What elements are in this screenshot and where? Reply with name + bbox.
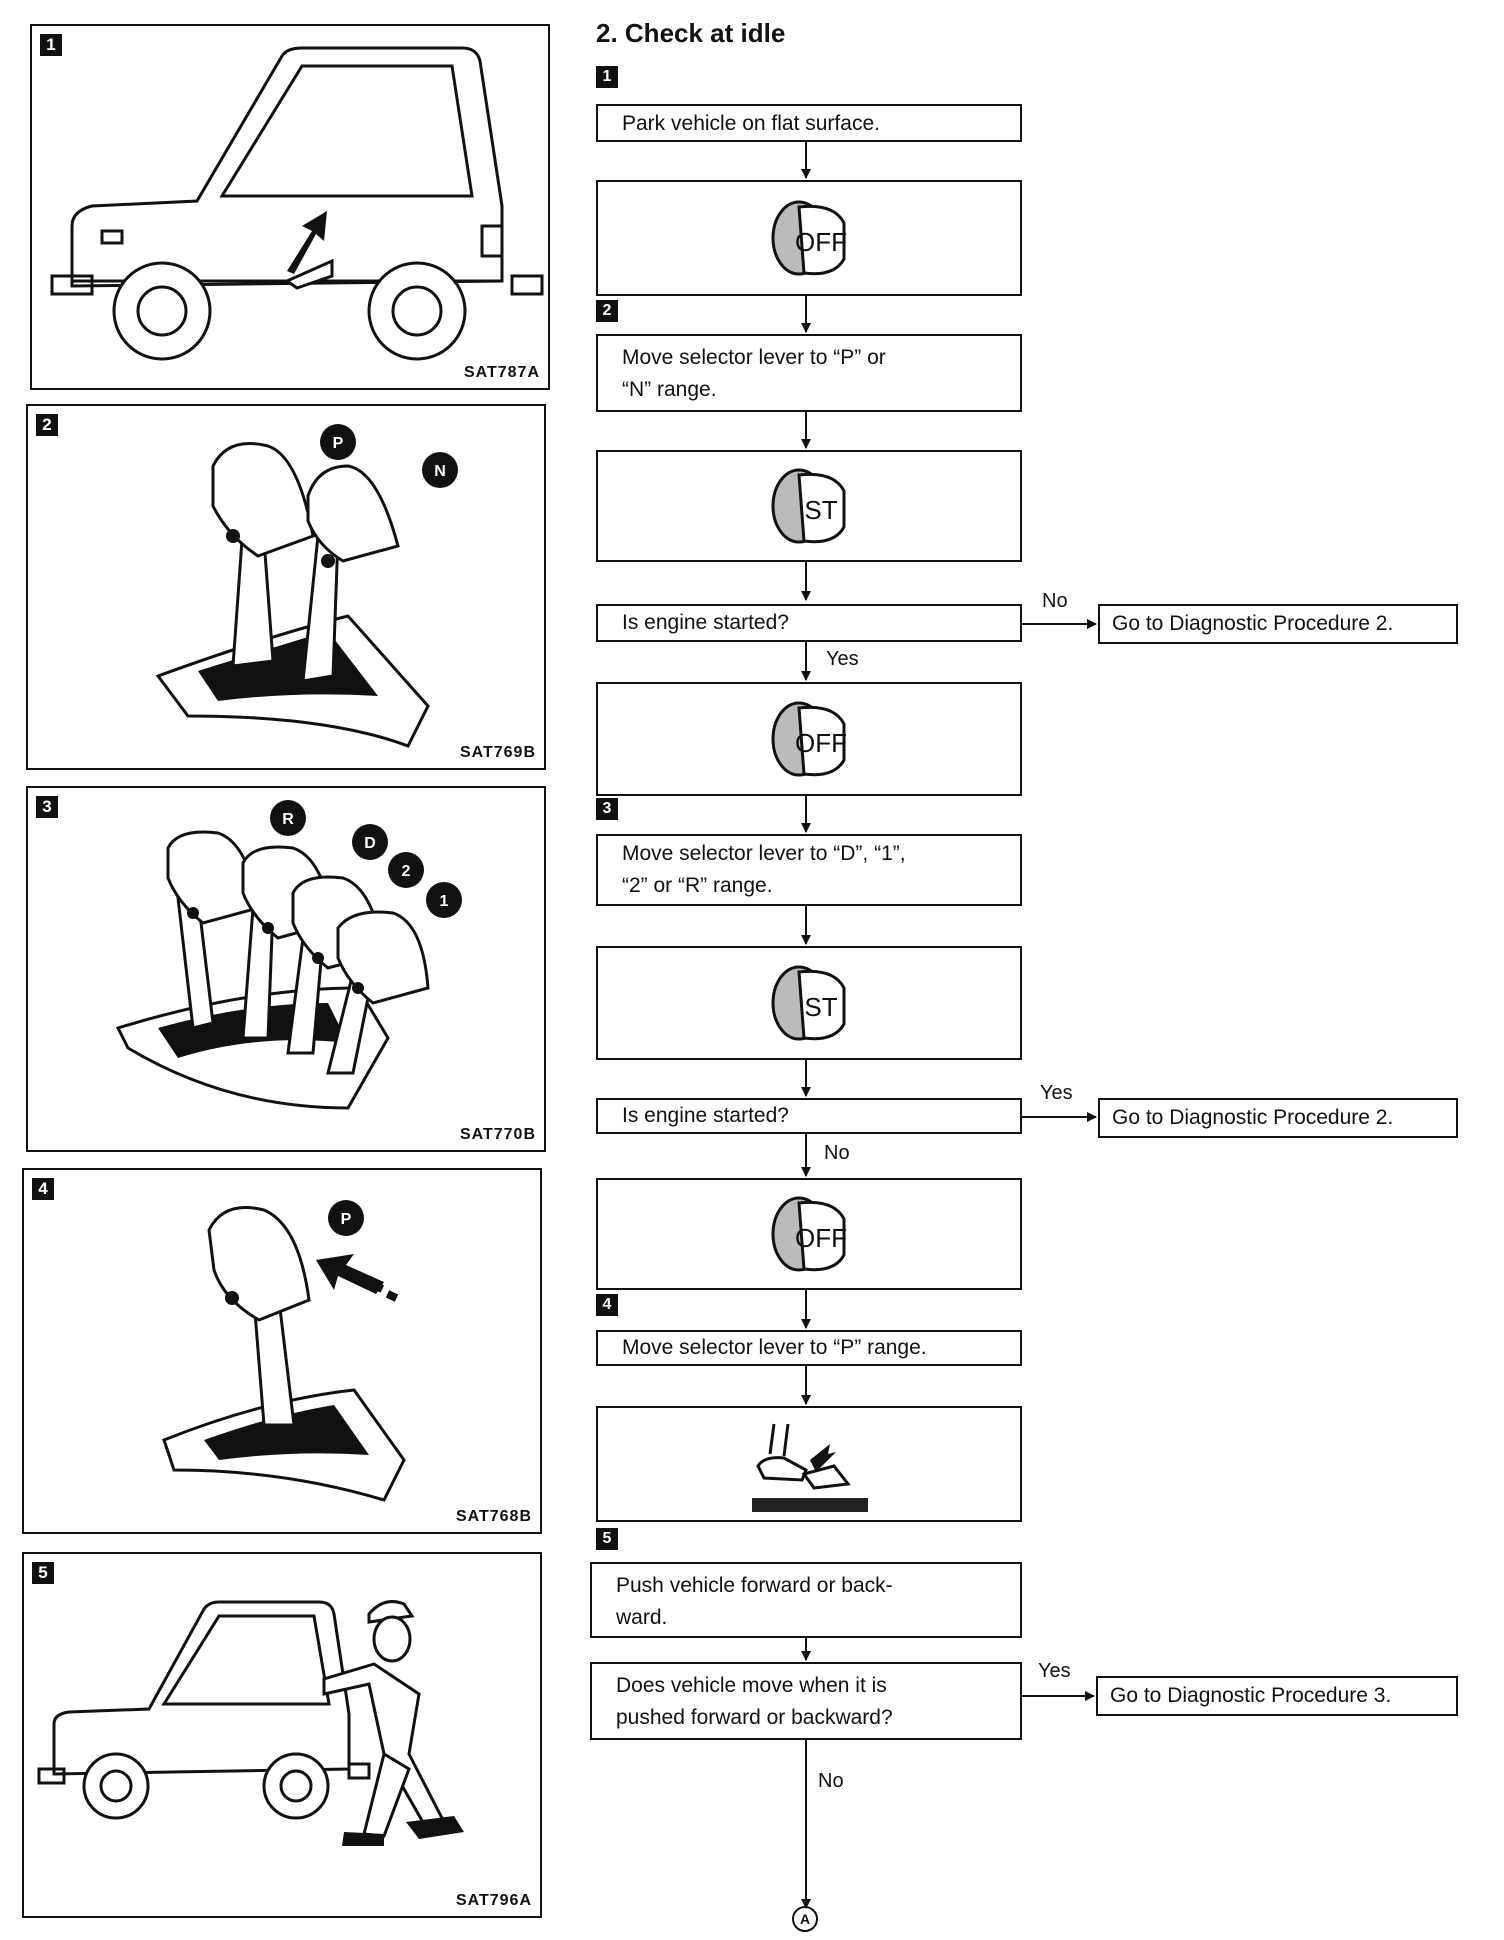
ignition-off-box: OFF [596,1178,1022,1290]
selector-lever-illustration: R D 2 1 [115,800,462,1110]
connector-a: A [792,1906,818,1932]
range-label: N [434,463,446,480]
key-label: ST [804,992,837,1022]
illustration-panel-3: 3 R D 2 1 SAT770B [26,786,546,1152]
step-number: 3 [596,798,618,820]
step-number: 2 [596,300,618,322]
step-text: Park vehicle on flat surface. [622,112,880,135]
answer-no: No [824,1142,850,1164]
key-label: ST [804,495,837,525]
illustration-panel-1: 1 SAT787A [30,24,550,390]
answer-no: No [1042,590,1068,612]
destination-text: Go to Diagnostic Procedure 2. [1112,1106,1394,1129]
step-text: Is engine started? [622,1104,789,1127]
step-box-move-p: Move selector lever to “P” range. [596,1330,1022,1366]
figure-code: SAT768B [455,1508,532,1525]
parking-brake-icon [752,1423,868,1512]
answer-yes: Yes [826,648,859,670]
panel-number: 3 [36,796,58,818]
step-text: Move selector lever to “P” range. [622,1336,927,1359]
range-label: R [282,811,294,828]
key-label: OFF [795,1223,847,1253]
illustration-panel-5: 5 SAT796A [22,1552,542,1918]
figure-code: SAT787A [463,364,540,381]
page-title: 2. Check at idle [596,18,786,48]
ignition-key-off-icon: OFF [771,701,847,777]
step-text-line: “2” or “R” range. [622,874,773,897]
car-illustration [50,46,544,361]
range-label: P [333,435,344,452]
step-box-move-d-1-2-r: Move selector lever to “D”, “1”, “2” or … [596,834,1022,906]
go-to-diagnostic-procedure-2-box: Go to Diagnostic Procedure 2. [1098,604,1458,644]
figure-code: SAT769B [459,744,536,761]
step-box-move-p-n: Move selector lever to “P” or “N” range. [596,334,1022,412]
ignition-key-off-icon: OFF [771,1196,847,1272]
figure-code: SAT770B [459,1126,536,1143]
decision-engine-started-1: Is engine started? [596,604,1022,642]
ignition-off-box: OFF [596,682,1022,796]
ignition-start-box: ST [596,450,1022,562]
range-label: 1 [440,893,449,910]
figure-code: SAT796A [455,1892,532,1909]
answer-yes: Yes [1038,1660,1071,1682]
step-text-line: “N” range. [622,378,717,401]
decision-engine-started-2: Is engine started? [596,1098,1022,1134]
step-box-park: Park vehicle on flat surface. [596,104,1022,142]
step-text-line: ward. [616,1606,668,1629]
ignition-key-start-icon: ST [771,468,846,544]
ignition-key-start-icon: ST [771,965,846,1041]
ignition-key-off-icon: OFF [771,200,847,276]
range-label: D [364,835,376,852]
step-text-line: pushed forward or backward? [616,1706,893,1729]
illustration-panel-4: 4 P SAT768B [22,1168,542,1534]
step-text-line: Does vehicle move when it is [616,1674,887,1697]
key-label: OFF [795,728,847,758]
selector-lever-illustration: P N [155,424,458,748]
step-text-line: Push vehicle forward or back- [616,1574,893,1597]
destination-text: Go to Diagnostic Procedure 2. [1112,612,1394,635]
panel-number: 1 [40,34,62,56]
panel-number: 5 [32,1562,54,1584]
ignition-off-box: OFF [596,180,1022,296]
decision-vehicle-moves: Does vehicle move when it is pushed forw… [590,1662,1022,1740]
key-label: OFF [795,227,847,257]
step-text-line: Move selector lever to “D”, “1”, [622,842,906,865]
step-box-push-vehicle: Push vehicle forward or back- ward. [590,1562,1022,1638]
answer-no: No [818,1770,844,1792]
illustration-panel-2: 2 P N SAT769B [26,404,546,770]
step-number: 5 [596,1528,618,1550]
selector-lever-illustration: P [162,1200,406,1502]
ignition-start-box: ST [596,946,1022,1060]
range-label: 2 [402,863,411,880]
push-vehicle-illustration [37,1600,464,1846]
step-number: 1 [596,66,618,88]
step-text-line: Move selector lever to “P” or [622,346,886,369]
go-to-diagnostic-procedure-3-box: Go to Diagnostic Procedure 3. [1096,1676,1458,1716]
go-to-diagnostic-procedure-2-box: Go to Diagnostic Procedure 2. [1098,1098,1458,1138]
answer-yes: Yes [1040,1082,1073,1104]
brake-release-box [596,1406,1022,1522]
destination-text: Go to Diagnostic Procedure 3. [1110,1684,1392,1707]
step-text: Is engine started? [622,611,789,634]
panel-number: 2 [36,414,58,436]
step-number: 4 [596,1294,618,1316]
range-label: P [341,1211,352,1228]
panel-number: 4 [32,1178,54,1200]
